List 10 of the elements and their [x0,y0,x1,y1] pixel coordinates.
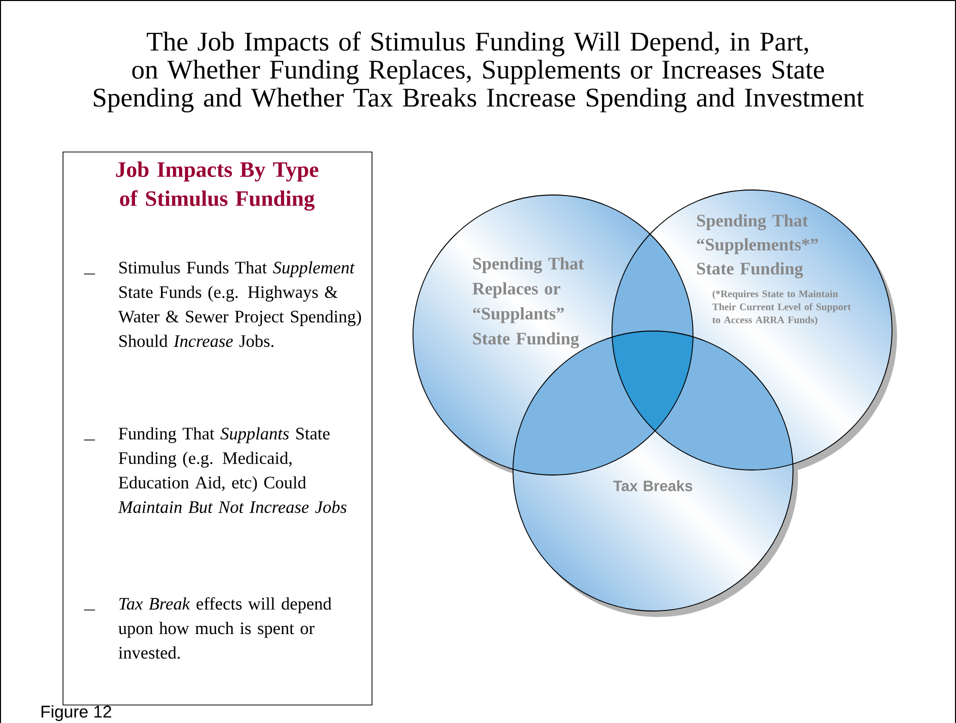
circle-label: (*Requires State to Maintain Their Current Level of Support to Access ARRA Funds) [712,290,851,326]
bullet-item: Stimulus Funds That Supplement State Funds (e.g. Highways & Water & Sewer Project Spending) Should Increase Jobs. [84,261,361,348]
title: The Job Impacts of Stimulus Funding Will Depend, in Part, on Whether Funding Replaces, Supplements or Increases State Spending and Whether Tax Breaks Increase Spending and Investment [94,32,864,112]
bullet-item: Tax Break effects will depend upon how much is spent or invested. [84,597,332,659]
circle-label: Spending That “Supplements*” State Funding [697,214,818,278]
circle-label: Spending That Replaces or “Supplants” State Funding [472,257,584,348]
bullet-item: Funding That Supplants State Funding (e.g. Medicaid, Education Aid, etc) Could Maintain But Not Increase Jobs [84,427,346,514]
circle-label: Tax Breaks [613,480,692,492]
panel-heading: Job Impacts By Type of Stimulus Funding [116,162,318,211]
figure-caption: Figure 12 [42,705,112,722]
